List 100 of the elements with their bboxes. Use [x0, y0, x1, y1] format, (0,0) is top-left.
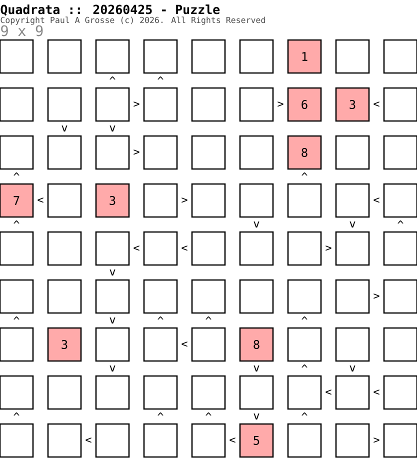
grid-cell	[335, 279, 370, 314]
grid-cell	[95, 327, 130, 362]
grid-cell	[191, 279, 226, 314]
grid-cell	[95, 135, 130, 170]
grid-cell	[335, 39, 370, 74]
grid-cell	[335, 327, 370, 362]
grid-cell	[383, 39, 417, 74]
inequality-sign: v	[254, 222, 260, 228]
grid-cell	[191, 183, 226, 218]
grid-cell	[383, 279, 417, 314]
grid-cell	[143, 279, 178, 314]
inequality-sign: v	[110, 366, 116, 372]
grid-cell: 3	[95, 183, 130, 218]
grid-cell	[95, 231, 130, 266]
grid-cell	[191, 231, 226, 266]
grid-cell	[95, 279, 130, 314]
grid-cell	[47, 39, 82, 74]
grid-cell: 8	[287, 135, 322, 170]
inequality-sign: v	[254, 366, 260, 372]
grid-cell	[191, 375, 226, 410]
grid-cell: 6	[287, 87, 322, 122]
inequality-sign: v	[254, 414, 260, 420]
inequality-sign: ^	[398, 220, 404, 224]
inequality-sign: <	[374, 389, 380, 395]
grid-cell	[0, 87, 34, 122]
inequality-sign: <	[182, 245, 188, 251]
grid-cell	[143, 183, 178, 218]
grid-cell: 8	[239, 327, 274, 362]
inequality-sign: >	[134, 149, 140, 155]
grid-cell	[383, 87, 417, 122]
inequality-sign: >	[134, 101, 140, 107]
grid-cell	[143, 423, 178, 458]
inequality-sign: >	[374, 293, 380, 299]
grid-cell	[191, 87, 226, 122]
grid-cell	[335, 375, 370, 410]
inequality-sign: v	[350, 222, 356, 228]
inequality-sign: v	[110, 126, 116, 132]
grid-cell	[239, 231, 274, 266]
inequality-sign: ^	[14, 172, 20, 176]
grid-cell	[287, 375, 322, 410]
copyright-notice: Copyright Paul A Grosse (c) 2026. All Rights Reserved	[0, 16, 265, 25]
grid-cell	[47, 87, 82, 122]
grid-cell	[0, 39, 34, 74]
grid-cell	[0, 231, 34, 266]
inequality-sign: <	[134, 245, 140, 251]
inequality-sign: v	[350, 366, 356, 372]
inequality-sign: <	[374, 101, 380, 107]
grid-cell	[0, 135, 34, 170]
grid-cell	[191, 135, 226, 170]
grid-cell	[143, 375, 178, 410]
grid-cell: 3	[335, 87, 370, 122]
grid-cell	[383, 327, 417, 362]
grid-cell	[191, 423, 226, 458]
inequality-sign: ^	[302, 412, 308, 416]
inequality-sign: <	[230, 437, 236, 443]
grid-cell	[191, 39, 226, 74]
grid-cell	[335, 231, 370, 266]
grid-cell	[239, 279, 274, 314]
inequality-sign: v	[62, 126, 68, 132]
grid-cell: 5	[239, 423, 274, 458]
grid-cell	[47, 279, 82, 314]
inequality-sign: <	[86, 437, 92, 443]
inequality-sign: ^	[302, 364, 308, 368]
grid-cell	[383, 231, 417, 266]
grid-cell	[287, 279, 322, 314]
grid-cell	[143, 135, 178, 170]
grid-cell	[383, 183, 417, 218]
inequality-sign: >	[326, 245, 332, 251]
grid-cell	[95, 423, 130, 458]
grid-cell	[0, 327, 34, 362]
grid-cell: 3	[47, 327, 82, 362]
inequality-sign: >	[278, 101, 284, 107]
grid-cell	[287, 231, 322, 266]
inequality-sign: <	[182, 341, 188, 347]
grid-cell	[239, 135, 274, 170]
grid-cell	[239, 39, 274, 74]
grid-cell	[95, 87, 130, 122]
grid-cell	[383, 375, 417, 410]
inequality-sign: ^	[158, 76, 164, 80]
inequality-sign: >	[374, 437, 380, 443]
grid-cell	[191, 327, 226, 362]
grid-cell	[95, 39, 130, 74]
grid-cell	[47, 183, 82, 218]
grid-cell	[95, 375, 130, 410]
inequality-sign: ^	[14, 316, 20, 320]
grid-cell: 1	[287, 39, 322, 74]
grid-cell	[335, 183, 370, 218]
inequality-sign: ^	[206, 412, 212, 416]
inequality-sign: ^	[158, 412, 164, 416]
grid-cell	[47, 135, 82, 170]
grid-cell	[383, 135, 417, 170]
grid-cell	[143, 39, 178, 74]
grid-cell	[0, 423, 34, 458]
grid-cell	[143, 87, 178, 122]
inequality-sign: v	[110, 318, 116, 324]
grid-cell: 7	[0, 183, 34, 218]
grid-cell	[383, 423, 417, 458]
inequality-sign: <	[38, 197, 44, 203]
grid-cell	[0, 279, 34, 314]
grid-size-label: 9 x 9	[1, 25, 43, 36]
